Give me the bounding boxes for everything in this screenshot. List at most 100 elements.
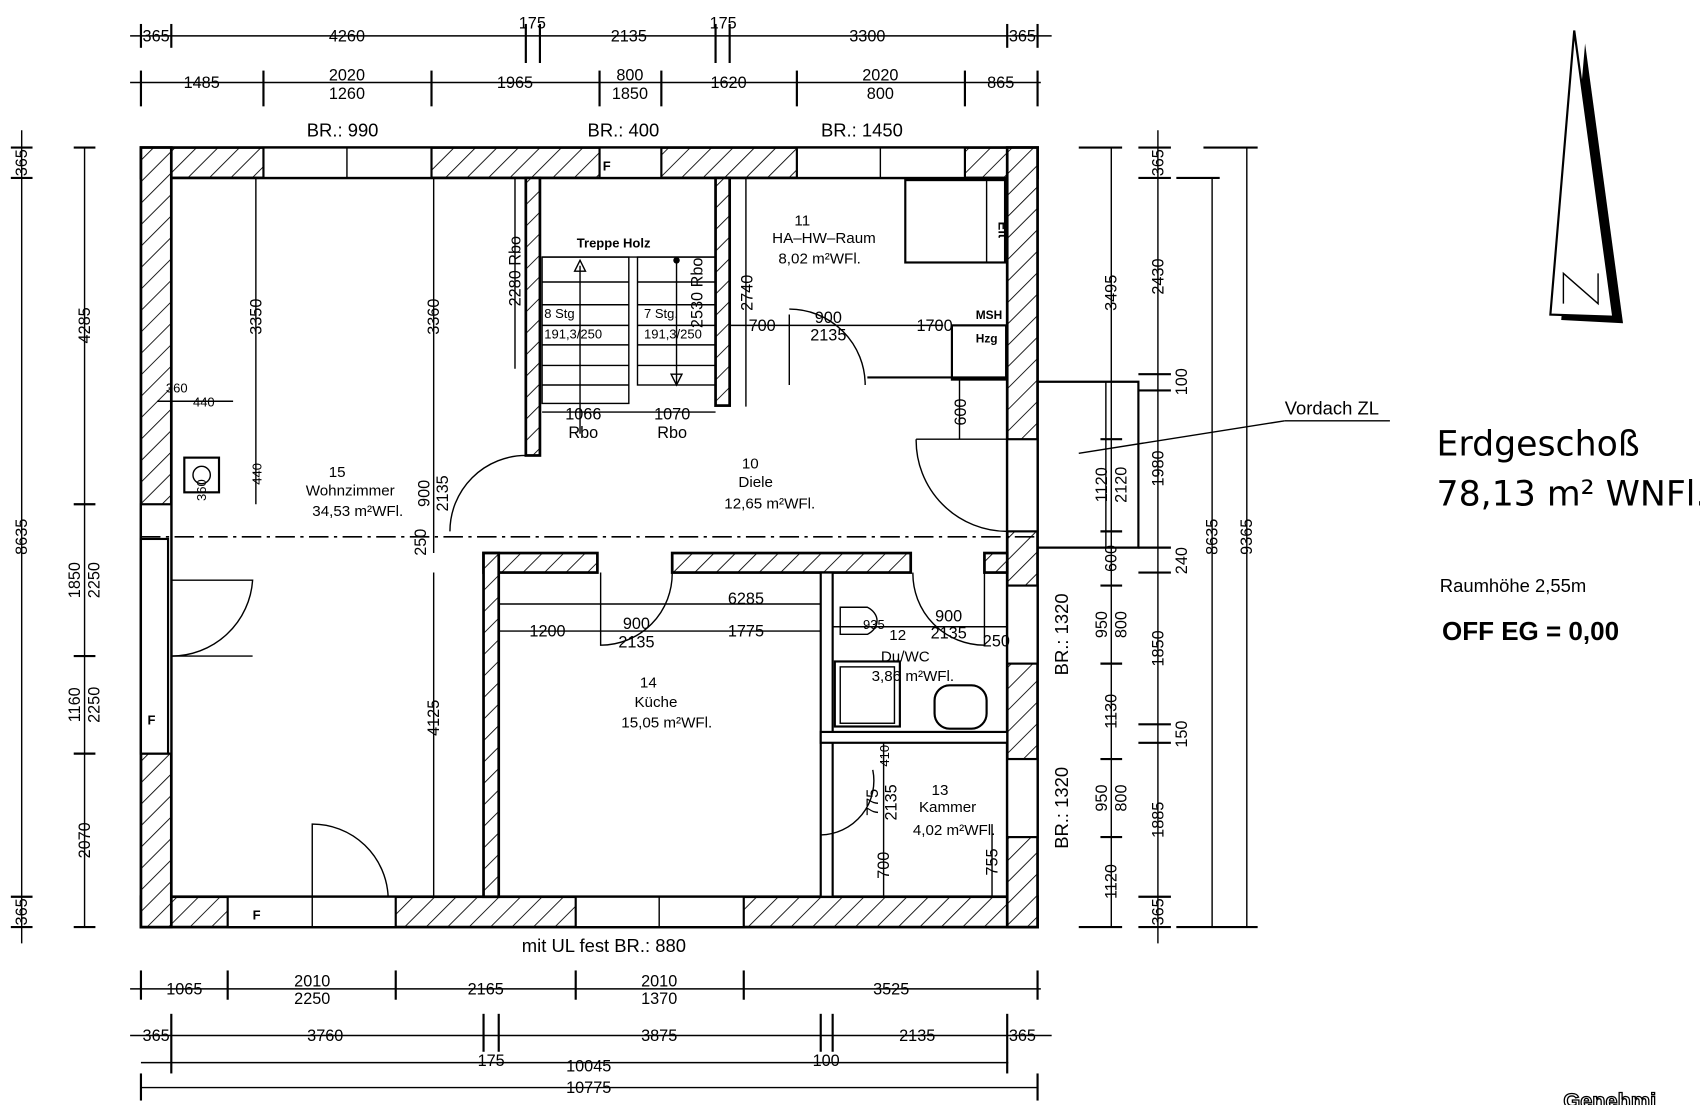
dimension-label: 3350 bbox=[247, 299, 265, 335]
bottom-dimensions: mit UL fest BR.: 880 1065 2010 2250 2165… bbox=[143, 935, 1036, 1097]
dimension-label: 15 bbox=[329, 464, 346, 481]
dimension-label: 360 bbox=[194, 479, 209, 501]
dimension-label: 2020 bbox=[862, 66, 898, 84]
dimension-label: 8 Stg bbox=[544, 306, 574, 321]
dimension-label: 3525 bbox=[873, 980, 909, 998]
dimension-label: 775 bbox=[864, 789, 882, 816]
dimension-label: 900 bbox=[623, 615, 650, 633]
dimension-label: 100 bbox=[813, 1052, 840, 1070]
dimension-label: 250 bbox=[983, 632, 1010, 650]
dimension-label: 1370 bbox=[641, 990, 677, 1008]
dimension-label: 240 bbox=[1173, 547, 1191, 574]
dimension-label: 440 bbox=[249, 463, 264, 485]
room-du-wc: 12 Du/WC 3,86 m²WFl. bbox=[872, 627, 955, 685]
dimension-label: 34,53 m²WFl. bbox=[312, 503, 403, 520]
dimension-label: 865 bbox=[987, 74, 1014, 92]
vordach-label: Vordach ZL bbox=[1285, 397, 1379, 418]
dimension-label: 4,02 m²WFl. bbox=[913, 822, 996, 839]
dimension-label: Du/WC bbox=[881, 648, 930, 665]
dimension-label: 7 Stg. bbox=[644, 306, 678, 321]
dimension-label: 15,05 m²WFl. bbox=[621, 715, 712, 732]
dimension-label: 365 bbox=[13, 898, 31, 925]
dimension-label: 6285 bbox=[728, 590, 764, 608]
dimension-label: 1160 bbox=[66, 687, 84, 722]
dimension-label: 440 bbox=[193, 395, 215, 410]
dimension-label: 2740 bbox=[738, 275, 756, 311]
dimension-label: 14 bbox=[640, 674, 657, 691]
dimension-label: 2430 bbox=[1149, 258, 1167, 294]
dimension-label: BR.: 1320 bbox=[1051, 767, 1072, 849]
dimension-label: 600 bbox=[952, 399, 970, 426]
dimension-label: 1885 bbox=[1149, 802, 1167, 838]
dimension-label: mit UL fest BR.: 880 bbox=[522, 935, 686, 956]
dimension-label: BR.: 1320 bbox=[1051, 593, 1072, 675]
dimension-label: 2010 bbox=[294, 973, 330, 991]
dimension-label: 800 bbox=[1112, 785, 1130, 812]
dimension-label: F bbox=[253, 907, 261, 922]
dimension-label: 1485 bbox=[184, 74, 220, 92]
dimension-label: 175 bbox=[519, 14, 546, 32]
dimension-label: 8,02 m²WFl. bbox=[778, 251, 861, 268]
dimension-label: F bbox=[147, 712, 155, 727]
dimension-label: 10045 bbox=[566, 1057, 611, 1075]
dimension-label: 1850 bbox=[612, 85, 648, 103]
dimension-label: 2135 bbox=[810, 327, 846, 345]
dimension-label: BR.: 1450 bbox=[821, 120, 903, 141]
dimension-label: 2120 bbox=[1112, 467, 1130, 503]
dimension-label: 8635 bbox=[13, 519, 31, 555]
dimension-label: 9365 bbox=[1238, 519, 1256, 555]
dimension-label: 365 bbox=[1149, 898, 1167, 925]
dimension-label: 2135 bbox=[931, 625, 967, 643]
dimension-label: 8635 bbox=[1204, 519, 1222, 555]
dimension-label: 365 bbox=[1149, 149, 1167, 176]
dimension-label: 1700 bbox=[916, 317, 952, 335]
dimension-label: Kammer bbox=[919, 799, 976, 816]
stairs bbox=[541, 256, 717, 434]
dimension-label: 2010 bbox=[641, 973, 677, 991]
room-ha-hw-raum: 11 HA–HW–Raum 8,02 m²WFl. bbox=[772, 213, 876, 268]
dimension-label: 360 bbox=[166, 381, 188, 396]
vordach-leader bbox=[1078, 420, 1285, 454]
dimension-label: 900 bbox=[415, 480, 433, 507]
fixtures bbox=[183, 178, 1140, 730]
dimension-label: 10 bbox=[742, 455, 759, 472]
dimension-label: HA–HW–Raum bbox=[772, 230, 876, 247]
dimension-label: 2280 Rbo bbox=[506, 236, 524, 306]
dimension-label: Elt bbox=[996, 222, 1011, 239]
dimension-label: 250 bbox=[412, 529, 430, 556]
room-wohnzimmer: 15 Wohnzimmer 34,53 m²WFl. bbox=[306, 464, 404, 520]
dimension-label: Küche bbox=[634, 694, 677, 711]
dimension-label: 3875 bbox=[641, 1027, 677, 1045]
dimension-label: 365 bbox=[1009, 1027, 1036, 1045]
dimension-label: 3360 bbox=[425, 299, 443, 335]
dimension-label: 365 bbox=[13, 149, 31, 176]
dimension-label: MSH bbox=[976, 308, 1002, 322]
dimension-label: Rbo bbox=[568, 424, 598, 442]
dimension-label: 150 bbox=[1173, 721, 1191, 748]
dimension-label: 2135 bbox=[883, 784, 901, 820]
dimension-label: 2165 bbox=[468, 980, 504, 998]
dimension-label: 900 bbox=[935, 607, 962, 625]
dimension-label: 700 bbox=[875, 852, 893, 879]
dimension-label: 1775 bbox=[728, 623, 764, 641]
dimension-label: 12 bbox=[889, 627, 906, 644]
dimension-label: BR.: 990 bbox=[307, 120, 379, 141]
dimension-label: 950 bbox=[1093, 785, 1111, 812]
dimension-label: 1200 bbox=[529, 623, 565, 641]
dimension-label: 800 bbox=[1112, 611, 1130, 638]
dimension-label: 2530 Rbo bbox=[689, 258, 707, 328]
dimension-label: 365 bbox=[143, 27, 170, 45]
dimension-label: 950 bbox=[1093, 611, 1111, 638]
dimension-label: 3,86 m²WFl. bbox=[872, 668, 955, 685]
room-height: Raumhöhe 2,55m bbox=[1440, 575, 1586, 596]
dimension-label: 365 bbox=[143, 1027, 170, 1045]
dimension-label: 2135 bbox=[618, 633, 654, 651]
dimension-label: 1120 bbox=[1093, 467, 1111, 502]
stair-labels: Treppe Holz 8 Stg 191,3/250 7 Stg. 191,3… bbox=[506, 235, 706, 442]
dimension-label: F bbox=[603, 158, 611, 173]
dimension-label: 1980 bbox=[1149, 450, 1167, 486]
dimension-label: 13 bbox=[932, 782, 949, 799]
dimension-label: 4285 bbox=[76, 307, 94, 343]
dimension-label: 1070 bbox=[654, 406, 690, 424]
